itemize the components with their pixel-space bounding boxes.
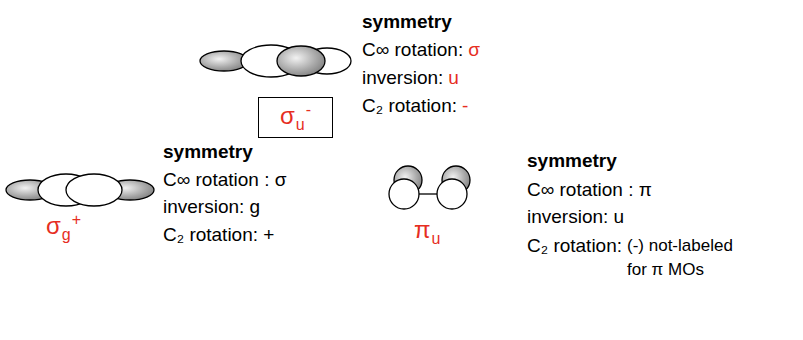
text-row: inversion: g <box>163 195 260 219</box>
box-content: σu- <box>280 104 311 131</box>
section-heading: symmetry <box>362 11 452 32</box>
text-row: inversion: u <box>527 205 624 229</box>
text-row: C∞ rotation : π <box>527 178 652 202</box>
pi-u-orbital <box>389 166 470 209</box>
label-box: σu- <box>258 97 333 138</box>
term-symbol: g <box>62 226 71 243</box>
symmetry-line: inversion: g <box>163 196 260 217</box>
term-symbol: u <box>432 230 441 247</box>
text-row: C∞ rotation:σ <box>362 38 480 62</box>
text-row: C₂ rotation:- <box>362 94 468 118</box>
text-row: symmetry <box>163 140 253 164</box>
section-heading: symmetry <box>163 141 253 162</box>
term-symbol: σ <box>46 212 61 239</box>
text-row: C₂ rotation:(-) not-labeled for π MOs <box>527 234 752 282</box>
symmetry-line: C∞ rotation: <box>362 39 463 60</box>
symmetry-line: C₂ rotation: + <box>163 224 274 245</box>
term-symbol: π <box>414 216 431 243</box>
symmetry-line: σ <box>468 39 480 60</box>
term-symbol: - <box>306 101 311 118</box>
term-symbol: u <box>296 116 305 133</box>
text-row: inversion:u <box>362 66 459 90</box>
note-text: (-) not-labeled for π MOs <box>627 234 752 282</box>
text-row: σg+ <box>46 214 81 241</box>
text-row: C₂ rotation: + <box>163 223 274 247</box>
sigma-u-orbital <box>200 45 351 77</box>
symmetry-line: C₂ rotation: <box>362 95 457 116</box>
text-row: C∞ rotation : σ <box>163 168 286 192</box>
text-row: symmetry <box>527 149 617 173</box>
symmetry-line: inversion: <box>362 67 443 88</box>
term-symbol: + <box>72 211 81 228</box>
section-heading: symmetry <box>527 150 617 171</box>
sigma-g-orbital <box>6 174 154 206</box>
symmetry-line: C₂ rotation: <box>527 235 622 256</box>
symmetry-line: C∞ rotation : σ <box>163 169 286 190</box>
term-symbol: σ <box>280 102 295 129</box>
symmetry-line: u <box>448 67 459 88</box>
text-row: symmetry <box>362 10 452 34</box>
symmetry-line: inversion: u <box>527 206 624 227</box>
symmetry-line: C∞ rotation : π <box>527 179 652 200</box>
text-row: πu <box>414 218 440 245</box>
symmetry-line: - <box>462 95 468 116</box>
